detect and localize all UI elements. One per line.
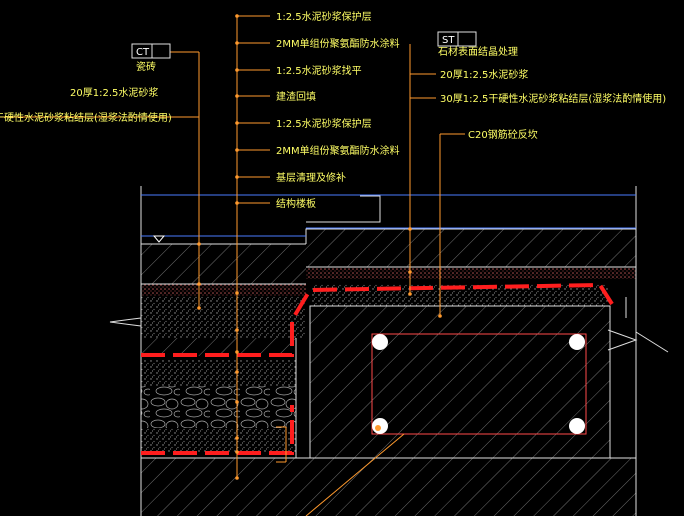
label-backfill: 建渣回填 bbox=[276, 90, 316, 103]
tag-ct-text: 瓷砖 bbox=[136, 60, 156, 73]
rebar-dot-tl bbox=[372, 334, 388, 350]
center-labels: 1:2.5水泥砂浆保护层 2MM单组份聚氨酯防水涂料 1:2.5水泥砂浆找平 建… bbox=[276, 10, 400, 210]
right-labels: 20厚1:2.5水泥砂浆 30厚1:2.5干硬性水泥砂浆粘结层(湿浆法酌情使用)… bbox=[440, 68, 666, 141]
label-leveling: 1:2.5水泥砂浆找平 bbox=[276, 64, 362, 77]
label-waterproof-2: 2MM单组份聚氨酯防水涂料 bbox=[276, 144, 400, 157]
water-lines bbox=[141, 194, 636, 237]
label-right-mortar: 20厚1:2.5水泥砂浆 bbox=[440, 68, 528, 81]
break-lines bbox=[109, 297, 669, 353]
tag-ct: CT bbox=[131, 43, 171, 59]
tag-ct-code: CT bbox=[136, 47, 150, 58]
water-level-symbol bbox=[152, 235, 166, 243]
label-right-dry-mortar: 30厚1:2.5干硬性水泥砂浆粘结层(湿浆法酌情使用) bbox=[440, 92, 666, 105]
rebar-dot-tr bbox=[569, 334, 585, 350]
tag-st-code: ST bbox=[442, 35, 455, 46]
tag-st: ST bbox=[437, 31, 477, 47]
left-floor-layers bbox=[141, 244, 636, 516]
waterproof-membrane bbox=[141, 282, 614, 455]
label-structural-slab: 结构楼板 bbox=[276, 197, 316, 210]
left-labels: 20厚1:2.5水泥砂浆 干硬性水泥砂浆粘结层(湿浆法酌情使用) bbox=[0, 86, 172, 124]
label-waterproof-1: 2MM单组份聚氨酯防水涂料 bbox=[276, 37, 400, 50]
concrete-curb bbox=[309, 305, 611, 459]
label-protect-1: 1:2.5水泥砂浆保护层 bbox=[276, 10, 372, 23]
label-base-clean: 基层清理及修补 bbox=[276, 171, 346, 184]
rebar-dot-br bbox=[569, 418, 585, 434]
section-outlines bbox=[140, 186, 637, 516]
label-left-mortar: 20厚1:2.5水泥砂浆 bbox=[70, 86, 158, 99]
tag-st-text: 石材表面结晶处理 bbox=[438, 45, 518, 58]
leader-dots bbox=[197, 14, 442, 480]
label-concrete-curb: C20钢筋砼反坎 bbox=[468, 128, 538, 141]
label-left-dry-mortar: 干硬性水泥砂浆粘结层(湿浆法酌情使用) bbox=[0, 111, 172, 124]
label-protect-2: 1:2.5水泥砂浆保护层 bbox=[276, 117, 372, 130]
